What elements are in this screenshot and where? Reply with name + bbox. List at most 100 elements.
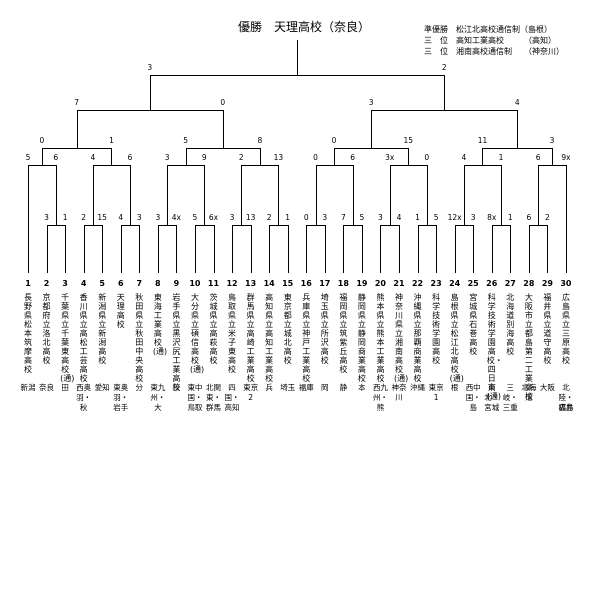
bracket-vline bbox=[547, 225, 549, 273]
team-school: 大分県立碩信高校(通) bbox=[189, 293, 205, 374]
match-score: 9 bbox=[201, 153, 207, 162]
team-region: 奈良 bbox=[39, 383, 55, 392]
team-school: 沖縄県立那覇商業高校 bbox=[413, 293, 422, 383]
bracket-vline bbox=[306, 225, 308, 273]
team-number: 4 bbox=[80, 279, 87, 288]
team-region: 愛知 bbox=[94, 383, 110, 392]
match-score: 3 bbox=[136, 213, 142, 222]
bracket-vline bbox=[232, 225, 234, 273]
match-score: 4 bbox=[514, 98, 520, 107]
match-score: 0 bbox=[424, 153, 430, 162]
team-school: 兵庫県立神戸工業高校 bbox=[302, 293, 311, 383]
match-score: 11 bbox=[477, 136, 488, 145]
bracket-vline bbox=[157, 225, 159, 273]
bracket-vline bbox=[324, 225, 326, 273]
bracket-vline bbox=[426, 165, 428, 226]
bracket-vline bbox=[185, 148, 187, 166]
bracket-vline bbox=[149, 75, 151, 111]
match-score: 4 bbox=[90, 153, 96, 162]
team-number: 17 bbox=[319, 279, 331, 288]
team-school: 高知県立高知工業高校 bbox=[265, 293, 274, 383]
match-score: 8 bbox=[257, 136, 263, 145]
team-school: 科学技術学園高校 bbox=[432, 293, 441, 365]
match-score: 1 bbox=[507, 213, 513, 222]
team-school: 鳥取県立米子東高校 bbox=[228, 293, 237, 374]
team-number: 22 bbox=[411, 279, 424, 288]
team-school: 神奈川県立湘南高校(通) bbox=[394, 293, 409, 383]
team-number: 27 bbox=[504, 279, 516, 288]
bracket-vline bbox=[83, 225, 85, 273]
bracket-vline bbox=[176, 225, 178, 273]
bracket-vline bbox=[436, 225, 438, 273]
team-number: 6 bbox=[117, 279, 124, 288]
match-score: 1 bbox=[415, 213, 420, 222]
team-school: 東京都立城北高校 bbox=[283, 293, 292, 365]
match-score: 3 bbox=[44, 213, 49, 222]
team-school: 島根県立松江北高校(通) bbox=[449, 293, 464, 383]
team-region: 西中国・島 bbox=[465, 383, 481, 412]
team-number: 19 bbox=[356, 279, 368, 288]
bracket-vline bbox=[538, 165, 540, 226]
match-score: 6 bbox=[526, 213, 532, 222]
bracket-vline bbox=[389, 165, 391, 226]
team-number: 23 bbox=[430, 279, 442, 288]
bracket-vline bbox=[269, 225, 271, 273]
team-number: 10 bbox=[189, 279, 201, 288]
team-number: 30 bbox=[560, 279, 572, 288]
team-number: 15 bbox=[282, 279, 294, 288]
bracket-vline bbox=[454, 225, 456, 273]
match-score: 13 bbox=[273, 153, 284, 162]
bracket-vline bbox=[343, 225, 345, 273]
match-score: 4 bbox=[461, 153, 467, 162]
match-score: 0 bbox=[303, 213, 309, 222]
bracket-vline bbox=[55, 165, 57, 226]
third-place-line: 三 位 高知工業高校 （高知） bbox=[424, 36, 556, 45]
bracket-vline bbox=[102, 225, 104, 273]
team-school: 茨城県立高萩高校 bbox=[209, 293, 218, 365]
team-region: 神奈川 bbox=[391, 383, 407, 402]
team-region: 兵 bbox=[265, 383, 273, 392]
match-score: 6 bbox=[535, 153, 541, 162]
match-score: 3 bbox=[155, 213, 161, 222]
team-region: 静 bbox=[339, 383, 348, 392]
match-score: 6x bbox=[208, 213, 219, 222]
bracket-hline bbox=[149, 75, 446, 76]
bracket-vline bbox=[259, 148, 261, 166]
team-school: 千葉県立千葉東高校(通) bbox=[60, 293, 75, 383]
team-number: 3 bbox=[62, 279, 68, 288]
bracket-vline bbox=[296, 40, 298, 76]
bracket-vline bbox=[528, 225, 530, 273]
team-region: 四国・高知 bbox=[224, 383, 240, 412]
bracket-vline bbox=[41, 148, 43, 166]
bracket-vline bbox=[463, 165, 465, 226]
team-region-extra: 広島 bbox=[558, 403, 574, 412]
bracket-vline bbox=[92, 165, 94, 226]
match-score: 0 bbox=[39, 136, 45, 145]
match-score: 15 bbox=[403, 136, 414, 145]
bracket-vline bbox=[399, 225, 400, 273]
bracket-vline bbox=[130, 165, 132, 226]
team-number: 26 bbox=[486, 279, 498, 288]
match-score: 15 bbox=[97, 213, 107, 222]
bracket-vline bbox=[213, 225, 215, 273]
match-score: 3 bbox=[147, 63, 153, 72]
match-score: 4 bbox=[396, 213, 402, 222]
match-score: 0 bbox=[331, 136, 337, 145]
team-number: 11 bbox=[207, 279, 220, 288]
bracket-vline bbox=[28, 165, 29, 273]
bracket-vline bbox=[444, 75, 446, 111]
match-score: 4 bbox=[118, 213, 124, 222]
team-region: 北海道 bbox=[521, 383, 537, 402]
match-score: 7 bbox=[74, 98, 80, 107]
bracket-vline bbox=[194, 225, 196, 273]
team-number: 13 bbox=[245, 279, 257, 288]
team-region: 東九州・大 bbox=[150, 383, 166, 412]
match-score: 3 bbox=[378, 213, 383, 222]
team-school: 福井県立道守高校 bbox=[543, 293, 552, 365]
team-number: 9 bbox=[173, 279, 180, 288]
team-region: 福庫 bbox=[298, 383, 314, 392]
bracket-vline bbox=[222, 110, 224, 149]
team-region: 北陸・福井 bbox=[558, 383, 574, 412]
team-number: 24 bbox=[449, 279, 461, 288]
team-school: 静岡県立静岡商業高校 bbox=[357, 293, 366, 383]
